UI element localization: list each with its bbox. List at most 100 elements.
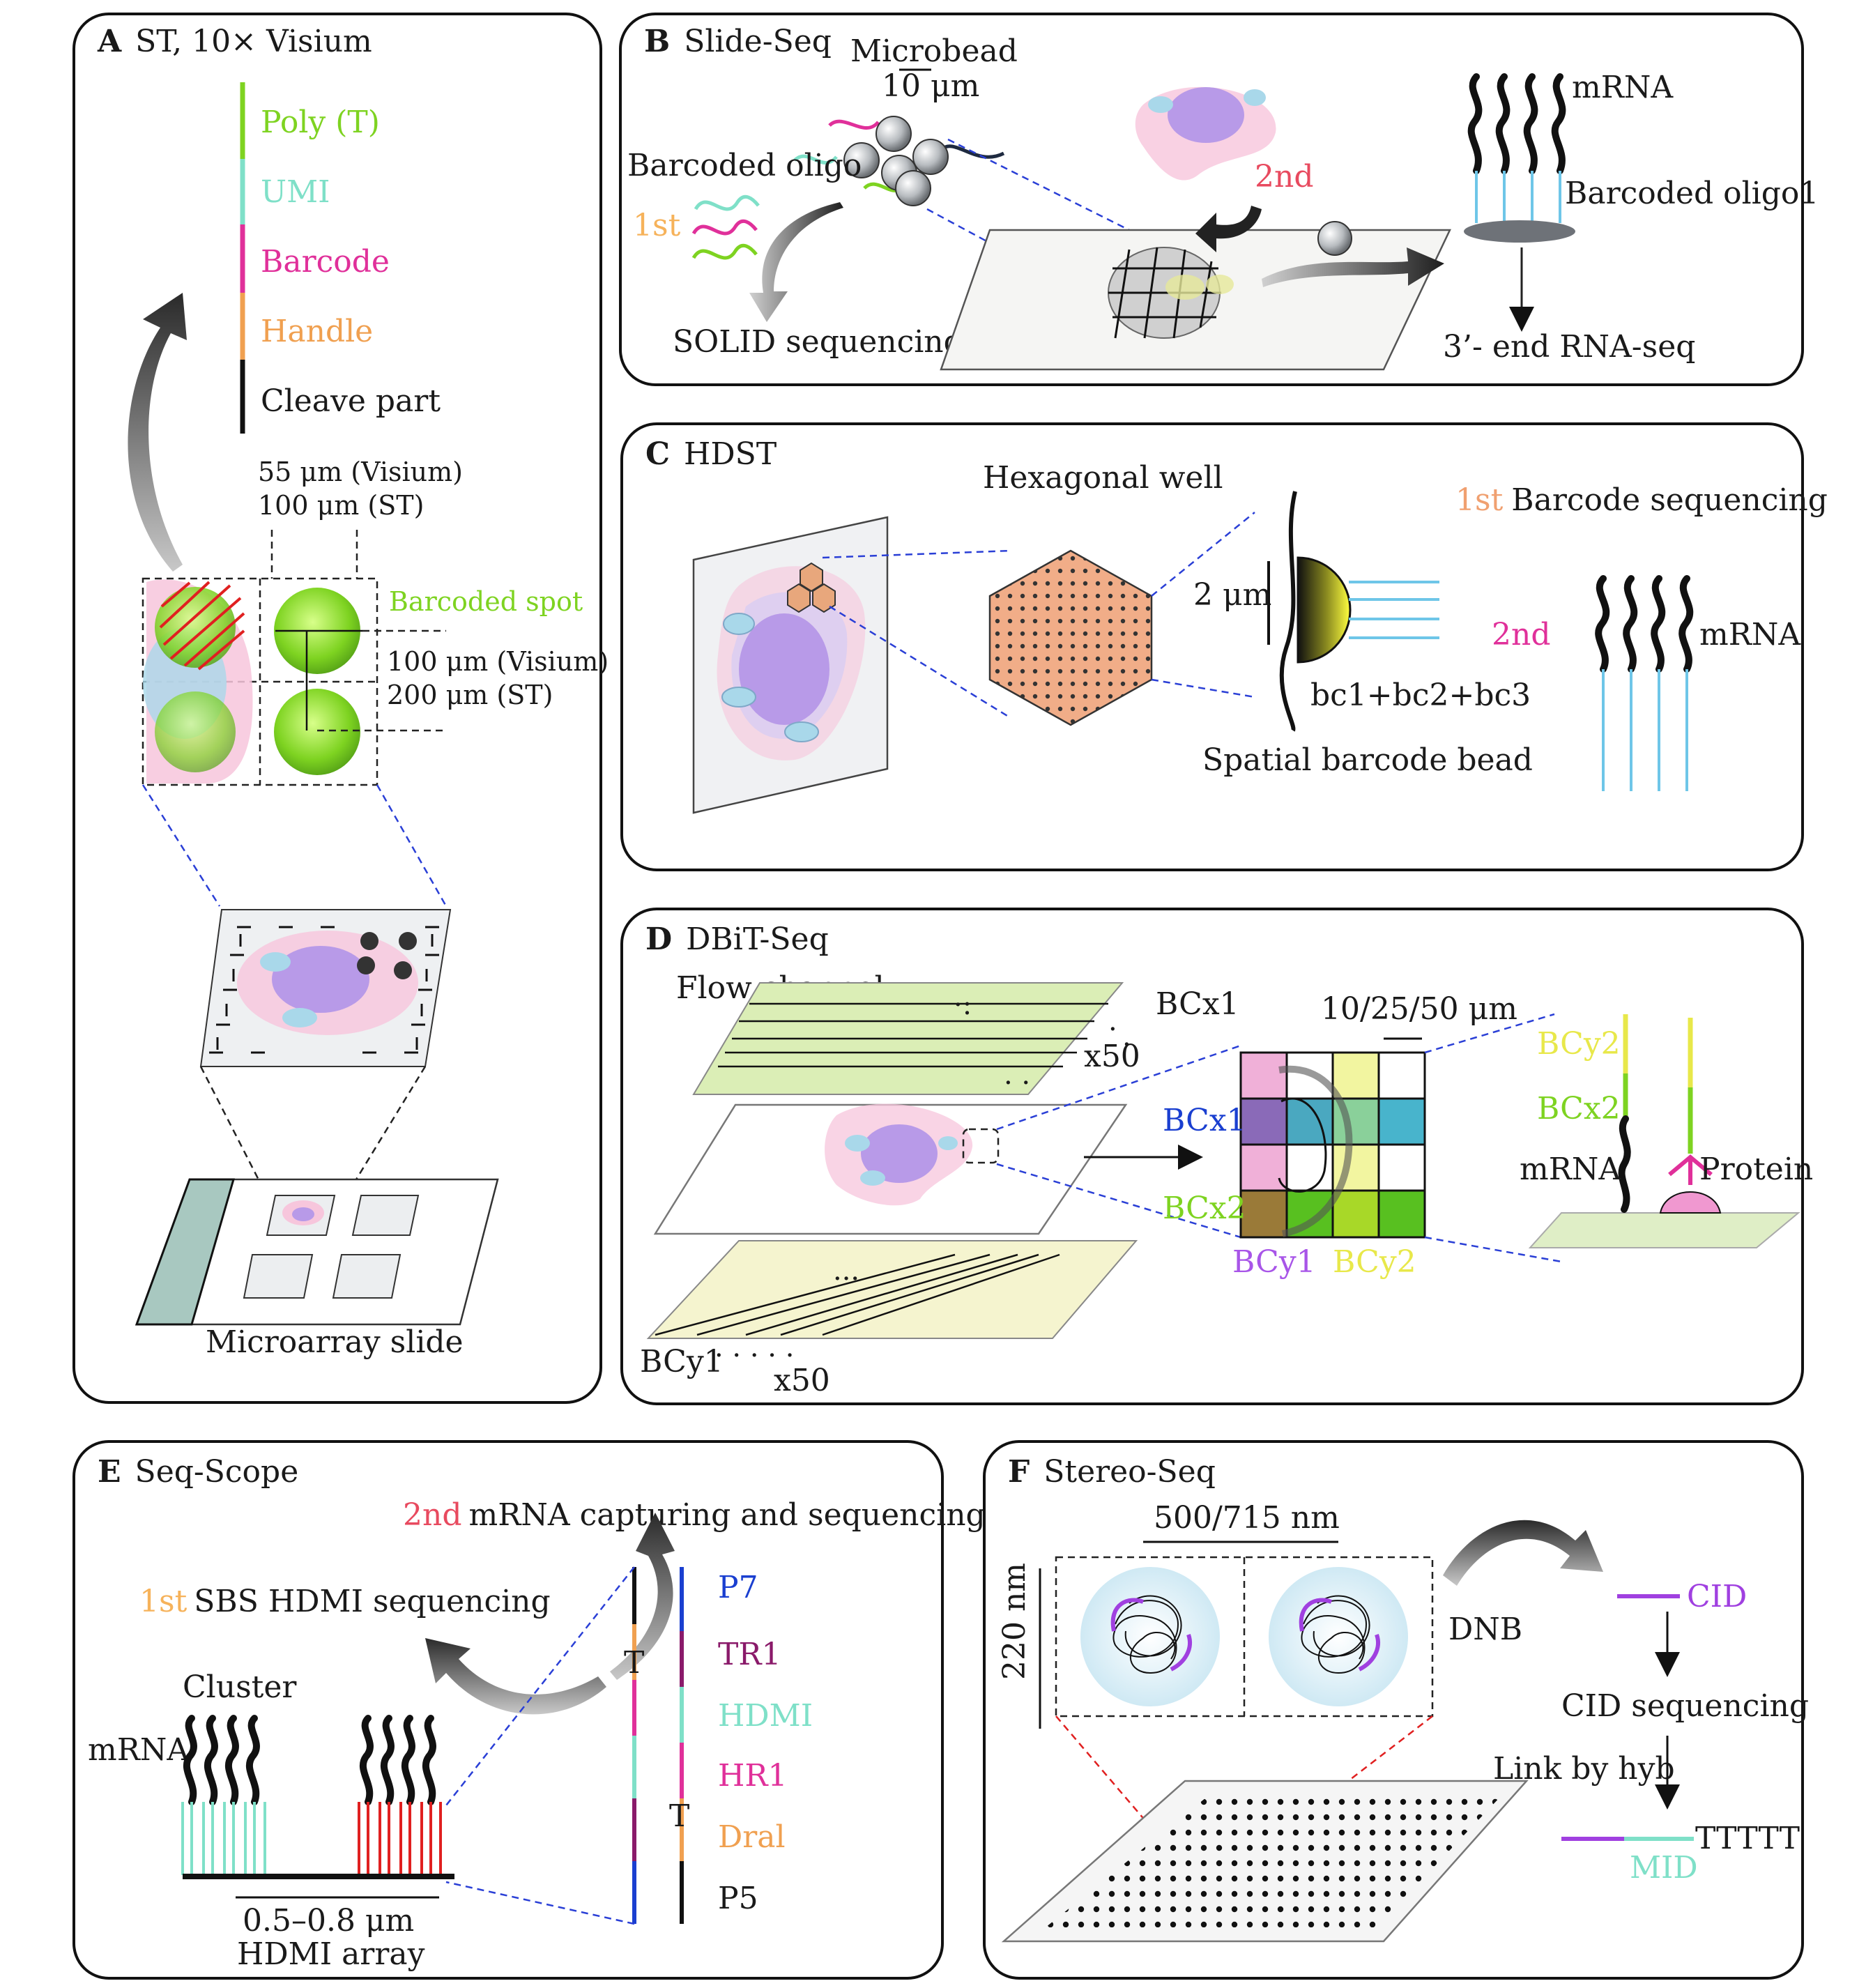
flow-channel-top — [692, 982, 1124, 1095]
spot-size-visium: 55 μm (Visium) — [258, 457, 463, 487]
panel-c-second: 2nd — [1492, 617, 1551, 652]
spacing-visium: 100 μm (Visium) — [387, 646, 609, 677]
ttttt-label: TTTTT — [1695, 1821, 1800, 1856]
cluster-right — [358, 1715, 442, 1875]
cid-seq-label: CID sequencing — [1561, 1688, 1809, 1724]
label-tr1: TR1 — [718, 1637, 781, 1672]
dnb-label: DNB — [1448, 1612, 1522, 1647]
spacing-st: 200 μm (ST) — [387, 680, 553, 710]
curved-arrow-icon — [128, 293, 187, 572]
legend-handle: Handle — [261, 314, 373, 349]
ellipsis-bottom: ··· — [833, 1263, 859, 1295]
link-label: Link by hyb — [1493, 1751, 1675, 1787]
solid-sequencing-label: SOLID sequencing — [673, 324, 963, 360]
curved-arrow-right-icon — [1443, 1520, 1603, 1586]
bcy1-label: BCy1 — [1232, 1244, 1316, 1280]
bcy2-label: BCy2 — [1333, 1244, 1416, 1280]
legend-barcode: Barcode — [261, 244, 390, 280]
hdmi-size-label: 0.5–0.8 μm — [243, 1903, 414, 1939]
legend-umi: UMI — [261, 174, 330, 210]
spot-grid — [142, 577, 446, 786]
dnb-size-v: 220 nm — [997, 1563, 1032, 1680]
bcx1-label: BCx1 — [1163, 1103, 1246, 1138]
mrna-label-c: mRNA — [1699, 617, 1801, 652]
curved-arrow-up-icon — [610, 1513, 675, 1680]
right-bcx2-label: BCx2 — [1537, 1091, 1621, 1126]
cell-illustration — [1135, 86, 1276, 181]
mrna-label-d: mRNA — [1520, 1152, 1621, 1187]
bc-label: bc1+bc2+bc3 — [1310, 678, 1531, 713]
t-bottom-label: T — [669, 1798, 689, 1834]
panel-e-letter: E — [98, 1454, 121, 1490]
dots-bottom: · · · · · — [714, 1340, 794, 1372]
right-arrow-icon — [1262, 247, 1444, 287]
x50-bottom-label: x50 — [774, 1363, 830, 1398]
bead-size-label: 2 μm — [1193, 577, 1271, 613]
hdst-slide — [692, 516, 889, 814]
microarray-slide — [135, 1178, 499, 1326]
spot-size-st: 100 μm (ST) — [258, 490, 424, 521]
spatial-barcode-bead — [1267, 491, 1439, 732]
panel-d-letter: D — [645, 922, 672, 957]
flow-channel-bottom — [646, 1240, 1138, 1339]
label-dral: Dral — [718, 1819, 786, 1855]
hex-well-label: Hexagonal well — [983, 460, 1223, 496]
panel-f-title: Stereo-Seq — [1043, 1454, 1216, 1490]
panel-a-title: ST, 10× Visium — [135, 24, 372, 59]
rnaseq-label: 3’- end RNA-seq — [1443, 329, 1695, 365]
dots-top-2: . — [1122, 1020, 1131, 1053]
microarray-slide-label: Microarray slide — [206, 1324, 464, 1360]
label-hr1: HR1 — [718, 1758, 788, 1794]
t-top-label: T — [624, 1645, 644, 1681]
dbit-probe — [1528, 1014, 1800, 1248]
panel-e-title: Seq-Scope — [135, 1454, 299, 1490]
protein-label: Protein — [1699, 1152, 1813, 1187]
hdmi-array — [181, 1715, 454, 1899]
dots-top: . — [1108, 1005, 1117, 1037]
panel-d-title: DBiT-Seq — [686, 922, 829, 957]
panel-c-title: HDST — [684, 436, 777, 472]
label-hdmi: HDMI — [718, 1698, 813, 1734]
panel-b-second: 2nd — [1255, 159, 1314, 194]
bcy1-bottom-label: BCy1 — [640, 1344, 724, 1379]
panel-b-letter: B — [644, 24, 670, 59]
cluster-left — [181, 1715, 266, 1875]
dnb-pair — [1055, 1556, 1434, 1718]
panel-e-first: 1st — [139, 1584, 188, 1619]
hexagonal-well — [988, 549, 1153, 726]
microbead-cluster — [793, 116, 1005, 206]
down-arrow-icon — [1195, 206, 1262, 252]
barcoded-oligo-label: Barcoded oligo — [627, 148, 862, 183]
microbead-size: 10 μm — [882, 68, 979, 104]
tissue-slide-middle — [653, 1103, 1128, 1235]
label-p5: P5 — [718, 1881, 758, 1916]
right-bcy2-label: BCy2 — [1537, 1026, 1621, 1062]
down-curved-arrow-icon — [749, 202, 843, 322]
panel-f-letter: F — [1008, 1454, 1030, 1490]
ellipsis-top: ·: — [954, 989, 972, 1021]
dots-top-3: . . — [1004, 1059, 1030, 1091]
x50-top-label: x50 — [1084, 1039, 1140, 1074]
label-p7: P7 — [718, 1570, 758, 1605]
grid-size-label: 10/25/50 μm — [1321, 991, 1517, 1027]
panel-c-first: 1st — [1455, 482, 1504, 518]
mrna-label-b: mRNA — [1572, 70, 1674, 105]
slide-seq-slide — [940, 229, 1451, 371]
panel-b-title: Slide-Seq — [684, 24, 832, 59]
spatial-bead-label: Spatial barcode bead — [1202, 742, 1533, 778]
svg-text:AST, 10× Visium: AST, 10× Visium — [97, 24, 372, 59]
dnb-size-h: 500/715 nm — [1154, 1500, 1340, 1536]
panel-f: F Stereo-Seq 500/715 nm 220 nm DNB — [983, 1440, 1809, 1980]
bcx2-label: BCx2 — [1163, 1191, 1246, 1226]
